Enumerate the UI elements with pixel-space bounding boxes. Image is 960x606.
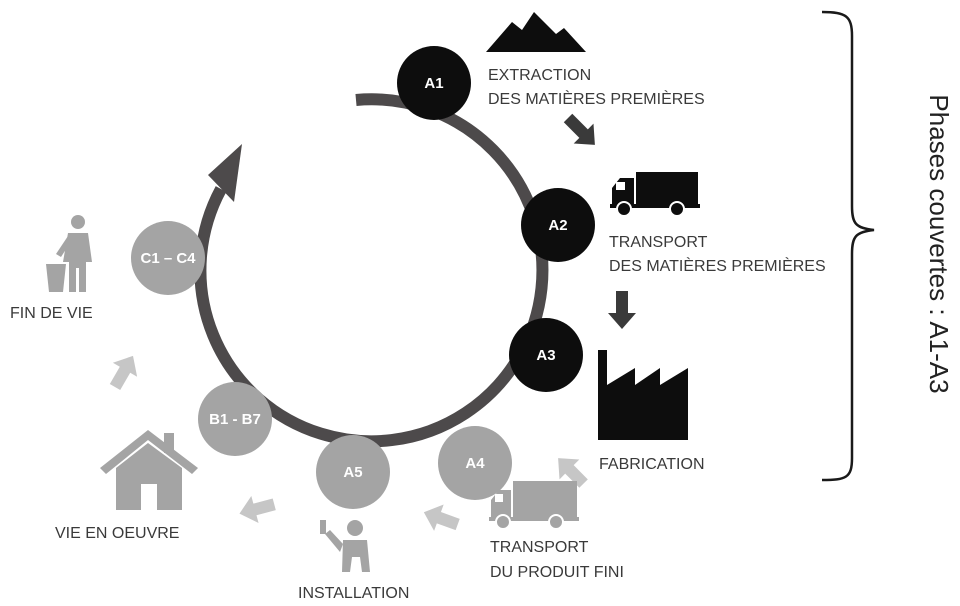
- covered-phases-label: Phases couvertes : A1-A3: [924, 94, 954, 393]
- stage-a3: A3: [509, 318, 583, 392]
- caption-extraction: EXTRACTION DES MATIÈRES PREMIÈRES: [488, 67, 705, 108]
- up-arrow-icon: [109, 355, 138, 391]
- caption-transport-product-line2: DU PRODUIT FINI: [490, 564, 624, 581]
- stage-a4-label: A4: [465, 455, 485, 472]
- stage-a1: A1: [397, 46, 471, 120]
- mountain-icon: [486, 12, 586, 52]
- cycle-ring: [194, 93, 549, 448]
- caption-transport-product: TRANSPORT DU PRODUIT FINI: [490, 539, 624, 581]
- house-icon: [100, 430, 198, 510]
- factory-icon: [598, 350, 688, 440]
- down-arrow-icon: [608, 291, 636, 329]
- caption-transport-raw: TRANSPORT DES MATIÈRES PREMIÈRES: [609, 234, 826, 275]
- stage-a2: A2: [521, 188, 595, 262]
- caption-transport-raw-line1: TRANSPORT: [609, 234, 708, 251]
- caption-transport-product-line1: TRANSPORT: [490, 539, 589, 556]
- stage-c-label: C1 – C4: [140, 250, 196, 267]
- left-arrow-icon: [239, 495, 276, 524]
- caption-installation: INSTALLATION: [298, 585, 409, 602]
- truck-grey-icon: [489, 481, 579, 530]
- trash-person-icon: [46, 215, 92, 292]
- stage-a2-label: A2: [548, 217, 567, 234]
- stage-a5: A5: [316, 435, 390, 509]
- stage-a5-label: A5: [343, 464, 362, 481]
- stage-a3-label: A3: [536, 347, 555, 364]
- stage-c1-c4: C1 – C4: [131, 221, 205, 295]
- stage-b1-b7: B1 - B7: [198, 382, 272, 456]
- caption-extraction-line1: EXTRACTION: [488, 67, 591, 84]
- caption-extraction-line2: DES MATIÈRES PREMIÈRES: [488, 89, 705, 108]
- worker-icon: [320, 520, 370, 572]
- cycle-arrowhead: [208, 144, 242, 202]
- down-arrow-icon: [563, 113, 595, 145]
- phase-brace: [821, 10, 875, 482]
- left-arrow-icon: [558, 458, 588, 488]
- stage-a4: A4: [438, 426, 512, 500]
- caption-use: VIE EN OEUVRE: [55, 525, 179, 542]
- caption-transport-raw-line2: DES MATIÈRES PREMIÈRES: [609, 256, 826, 275]
- caption-fabrication: FABRICATION: [599, 456, 705, 473]
- caption-end-of-life: FIN DE VIE: [10, 305, 93, 322]
- left-arrow-icon: [423, 504, 460, 531]
- truck-icon: [610, 172, 700, 217]
- stage-b-label: B1 - B7: [209, 411, 261, 428]
- stage-a1-label: A1: [424, 75, 443, 92]
